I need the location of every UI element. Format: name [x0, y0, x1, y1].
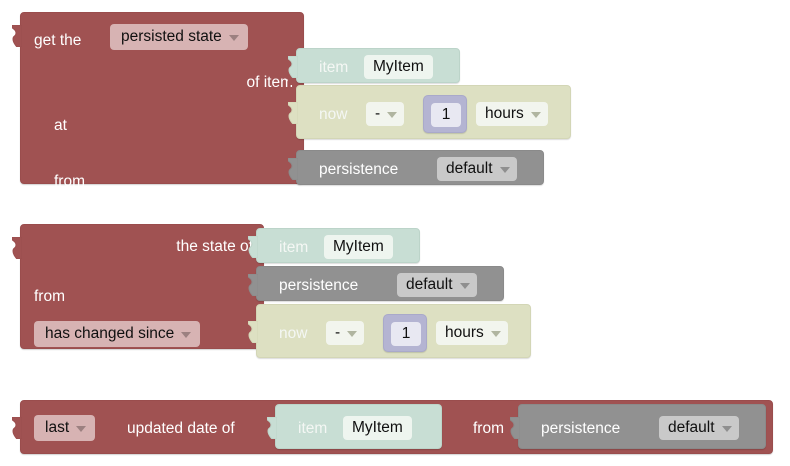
item-name-field-1[interactable]: MyItem: [364, 55, 433, 79]
block-item-1[interactable]: item MyItem: [288, 48, 460, 83]
persistence-dropdown-2[interactable]: default: [397, 273, 477, 297]
dropdown-has-changed-since-value: has changed since: [45, 325, 175, 343]
persistence-value-3: default: [668, 419, 715, 437]
block-persistence-3-label: persistence: [541, 420, 621, 437]
output-connector-icon: [12, 237, 22, 259]
dropdown-persisted-state-value: persisted state: [121, 28, 222, 46]
dropdown-last-value: last: [45, 419, 70, 437]
block-item-1-label: item: [319, 59, 349, 76]
row-label-at: at: [54, 117, 67, 134]
block-get-persisted-state[interactable]: get the persisted state of item at from: [12, 12, 304, 189]
block-persistence-1-label: persistence: [319, 161, 399, 178]
block-persistence-2-label: persistence: [279, 277, 359, 294]
row-label-from: from: [54, 173, 85, 190]
input-socket-icon: [415, 105, 424, 123]
output-connector-icon: [510, 417, 520, 439]
item-name-field-2[interactable]: MyItem: [324, 235, 393, 259]
row-label-updated-date-of: updated date of: [127, 420, 235, 437]
output-connector-icon: [248, 321, 258, 343]
chevron-down-icon: [499, 166, 510, 173]
row-label-of-item: of item: [246, 74, 293, 91]
datetime-unit-dropdown-1[interactable]: hours: [476, 102, 548, 126]
input-socket-icon: [375, 324, 384, 342]
persistence-dropdown-1[interactable]: default: [437, 157, 517, 181]
block-datetime-1-label: now: [319, 106, 348, 123]
dropdown-has-changed-since[interactable]: has changed since: [34, 321, 201, 347]
datetime-unit-value-1: hours: [485, 105, 524, 123]
block-persistence-1[interactable]: persistence default: [288, 150, 544, 185]
block-math-number-1[interactable]: 1: [423, 95, 467, 133]
datetime-operator-value-2: -: [335, 324, 341, 342]
block-item-3[interactable]: item MyItem: [267, 404, 442, 449]
dropdown-persisted-state[interactable]: persisted state: [110, 24, 248, 50]
block-item-2[interactable]: item MyItem: [248, 228, 420, 263]
chevron-down-icon: [721, 425, 732, 432]
row-label-from-2: from: [34, 288, 65, 305]
datetime-unit-dropdown-2[interactable]: hours: [436, 321, 508, 345]
output-connector-icon: [288, 56, 298, 78]
item-name-value-2: MyItem: [333, 238, 384, 256]
chevron-down-icon: [490, 330, 501, 337]
row-label-get-the: get the: [34, 32, 82, 49]
output-connector-icon: [288, 102, 298, 124]
output-connector-icon: [248, 274, 258, 296]
chevron-down-icon: [76, 425, 87, 432]
block-persistence-3[interactable]: persistence default: [510, 404, 766, 449]
persistence-value-1: default: [446, 160, 493, 178]
block-state-has-changed-since[interactable]: the state of from has changed since: [12, 224, 264, 349]
output-connector-icon: [248, 236, 258, 258]
block-datetime-2-label: now: [279, 325, 308, 342]
dropdown-last[interactable]: last: [34, 415, 96, 441]
math-number-field-2[interactable]: 1: [391, 322, 421, 346]
chevron-down-icon: [228, 34, 239, 41]
datetime-unit-value-2: hours: [445, 324, 484, 342]
item-name-field-3[interactable]: MyItem: [343, 416, 412, 440]
row-label-from-3: from: [473, 420, 504, 437]
block-datetime-1[interactable]: now - 1 hours: [288, 85, 571, 139]
chevron-down-icon: [387, 111, 398, 118]
math-number-field-1[interactable]: 1: [431, 103, 461, 127]
chevron-down-icon: [347, 330, 358, 337]
datetime-operator-dropdown-1[interactable]: -: [366, 102, 405, 126]
persistence-value-2: default: [406, 276, 453, 294]
item-name-value-1: MyItem: [373, 58, 424, 76]
math-number-value-2: 1: [401, 325, 411, 343]
output-connector-icon: [12, 417, 22, 439]
chevron-down-icon: [530, 111, 541, 118]
persistence-dropdown-3[interactable]: default: [659, 416, 739, 440]
row-label-the-state-of: the state of: [176, 238, 253, 255]
chevron-down-icon: [459, 282, 470, 289]
math-number-value-1: 1: [441, 106, 451, 124]
datetime-operator-value-1: -: [375, 105, 381, 123]
block-item-2-label: item: [279, 239, 309, 256]
chevron-down-icon: [181, 331, 192, 338]
output-connector-icon: [267, 417, 277, 439]
block-persistence-2[interactable]: persistence default: [248, 266, 504, 301]
datetime-operator-dropdown-2[interactable]: -: [326, 321, 365, 345]
output-connector-icon: [288, 158, 298, 180]
block-math-number-2[interactable]: 1: [383, 314, 427, 352]
block-datetime-2[interactable]: now - 1 hours: [248, 304, 531, 358]
item-name-value-3: MyItem: [352, 419, 403, 437]
block-item-3-label: item: [298, 420, 328, 437]
output-connector-icon: [12, 25, 22, 47]
